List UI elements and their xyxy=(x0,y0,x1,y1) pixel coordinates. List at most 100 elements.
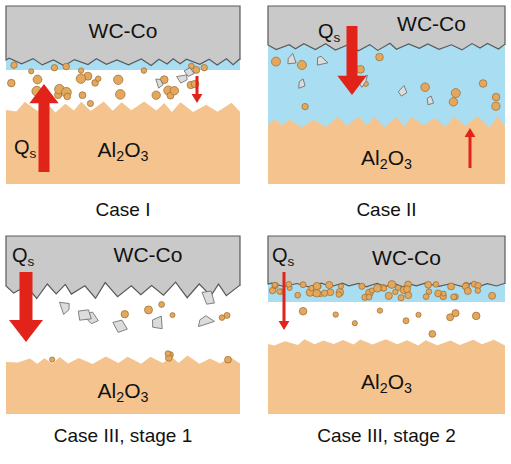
alumina-particle xyxy=(464,288,471,295)
alumina-particle xyxy=(359,283,365,289)
alumina-particle xyxy=(76,74,85,83)
material-label: WC-Co xyxy=(89,19,158,42)
alumina-particle xyxy=(152,91,160,99)
alumina-particle xyxy=(297,61,306,70)
wc-fragment xyxy=(113,320,127,332)
heat-flux-symbol: Qs xyxy=(318,20,340,42)
alumina-particle xyxy=(321,290,327,296)
alumina-particle xyxy=(299,307,307,315)
alumina-particle xyxy=(377,308,382,313)
alumina-particle xyxy=(489,292,496,299)
alumina-particle xyxy=(141,68,147,74)
alumina-particle xyxy=(388,281,396,289)
wc-fragment xyxy=(202,291,214,304)
alumina-particle xyxy=(114,75,123,84)
alumina-block: Al2O3 xyxy=(6,116,240,184)
wc-fragment xyxy=(198,316,214,327)
wc-co-body xyxy=(268,236,505,287)
alumina-particle xyxy=(302,103,308,109)
alumina-particle xyxy=(201,65,207,71)
alumina-particle xyxy=(95,76,101,82)
alumina-particle xyxy=(381,286,387,292)
carbide-block: WC-Co xyxy=(6,6,240,56)
alumina-particle xyxy=(336,292,342,298)
alumina-particle xyxy=(352,321,357,326)
alumina-particle xyxy=(313,290,321,298)
alumina-body xyxy=(268,116,505,184)
alumina-particle xyxy=(451,89,460,98)
material-label: WC-Co xyxy=(114,243,183,266)
alumina-particle xyxy=(8,79,16,87)
heat-flux-arrow xyxy=(465,128,476,168)
heat-flux-arrow xyxy=(279,272,290,330)
alumina-particle xyxy=(79,92,86,99)
alumina-particle xyxy=(376,53,384,61)
alumina-particle xyxy=(492,102,500,110)
wc-fragment xyxy=(177,75,188,83)
material-label: Al2O3 xyxy=(361,146,412,169)
alumina-particle xyxy=(385,292,392,299)
alumina-particle xyxy=(63,63,70,70)
alumina-particle xyxy=(219,315,225,321)
alumina-particle xyxy=(170,313,175,318)
wc-co-body xyxy=(268,6,505,51)
panel-caption: Case III, stage 2 xyxy=(268,426,505,447)
alumina-particle xyxy=(29,69,34,74)
material-label: WC-Co xyxy=(372,246,441,269)
alumina-block: Al2O3 xyxy=(6,368,240,414)
material-label: Al2O3 xyxy=(98,138,149,161)
alumina-particle xyxy=(405,292,412,299)
alumina-particle xyxy=(492,93,500,101)
alumina-particle xyxy=(33,75,42,84)
carbide-block: WC-Co xyxy=(268,6,505,42)
alumina-particle xyxy=(448,283,455,290)
material-label: Al2O3 xyxy=(98,379,149,402)
alumina-particle xyxy=(87,100,93,106)
panel-caption: Case II xyxy=(268,200,505,221)
alumina-particle xyxy=(395,285,400,290)
wc-fragment xyxy=(60,302,70,314)
alumina-particle xyxy=(277,289,282,294)
alumina-body xyxy=(268,339,505,414)
alumina-particle xyxy=(338,284,343,289)
heat-flux-symbol: Qs xyxy=(272,244,294,266)
alumina-particle xyxy=(50,357,55,362)
alumina-particle xyxy=(272,282,278,288)
alumina-particle xyxy=(116,90,126,100)
alumina-particle xyxy=(451,294,457,300)
alumina-particle xyxy=(78,68,83,73)
alumina-block: Al2O3 xyxy=(268,132,505,184)
alumina-particle xyxy=(447,314,454,321)
heat-flux-arrow xyxy=(29,84,58,172)
alumina-particle xyxy=(366,294,372,300)
alumina-particle xyxy=(225,356,232,363)
wc-fragment xyxy=(78,310,91,320)
alumina-particle xyxy=(403,318,409,324)
heat-flux-symbol: Qs xyxy=(12,244,34,266)
alumina-particle xyxy=(429,331,436,338)
alumina-particle xyxy=(272,282,277,287)
wc-fragment xyxy=(288,53,296,63)
alumina-particle xyxy=(64,93,71,100)
alumina-particle xyxy=(421,83,430,92)
wc-fragment xyxy=(398,86,407,97)
wc-fragment xyxy=(427,96,433,105)
alumina-particle xyxy=(333,312,338,317)
heat-flux-symbol: Qs xyxy=(14,136,36,158)
fluid-film xyxy=(268,40,505,132)
alumina-particle xyxy=(416,312,421,317)
alumina-particle xyxy=(170,87,178,95)
alumina-particle xyxy=(295,292,301,298)
alumina-particle xyxy=(272,57,281,66)
panel-caption: Case I xyxy=(6,200,240,221)
alumina-particle xyxy=(449,98,457,106)
alumina-particle xyxy=(121,311,128,318)
alumina-particle xyxy=(11,62,17,68)
alumina-particle xyxy=(51,65,57,71)
alumina-block: Al2O3 xyxy=(268,350,505,414)
alumina-particle xyxy=(300,282,306,288)
wc-fragment xyxy=(156,79,163,88)
alumina-particle xyxy=(398,295,404,301)
wc-co-body xyxy=(6,6,240,66)
